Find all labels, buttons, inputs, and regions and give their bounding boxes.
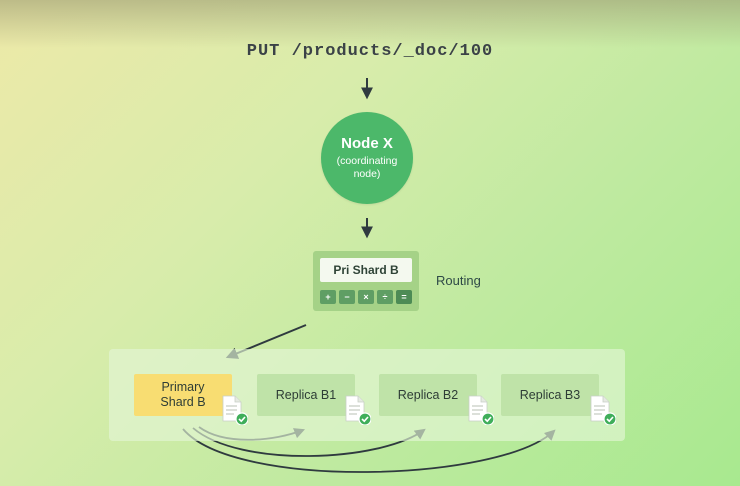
check-circle-icon <box>235 412 248 425</box>
replica-shard-b3: Replica B3 <box>501 374 599 416</box>
routing-label: Routing <box>436 273 481 288</box>
coordinating-node: Node X (coordinating node) <box>321 112 413 204</box>
primary-shard-line1: Primary <box>161 380 205 394</box>
replication-arrow-b3 <box>182 428 556 473</box>
calculator-icon: Pri Shard B + − × ÷ = <box>313 251 419 311</box>
divide-key: ÷ <box>377 290 393 304</box>
calculator-keys: + − × ÷ = <box>320 290 412 304</box>
multiply-key: × <box>358 290 374 304</box>
node-title: Node X <box>341 135 393 152</box>
document-icon <box>590 395 616 425</box>
replica-shard-b1: Replica B1 <box>257 374 355 416</box>
routing-result: Pri Shard B <box>320 258 412 282</box>
document-icon <box>222 395 248 425</box>
replica-shard-b2: Replica B2 <box>379 374 477 416</box>
node-subtitle-line1: (coordinating <box>336 155 398 167</box>
request-text: PUT /products/_doc/100 <box>246 42 494 61</box>
plus-key: + <box>320 290 336 304</box>
primary-shard-line2: Shard B <box>160 395 206 409</box>
document-icon <box>345 395 371 425</box>
primary-shard: Primary Shard B <box>134 374 232 416</box>
check-circle-icon <box>481 412 494 425</box>
check-circle-icon <box>603 412 616 425</box>
document-icon <box>468 395 494 425</box>
node-subtitle-line2: node) <box>353 168 381 180</box>
check-circle-icon <box>358 412 371 425</box>
minus-key: − <box>339 290 355 304</box>
equals-key: = <box>396 290 412 304</box>
